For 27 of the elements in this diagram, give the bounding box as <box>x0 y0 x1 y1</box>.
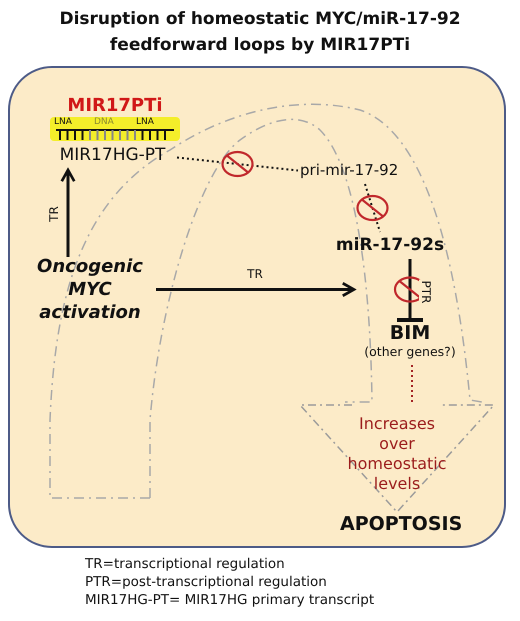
dotted-line <box>411 365 413 402</box>
microrna-label: miR-17-92s <box>330 234 450 257</box>
strand-segment-label: LNA <box>54 117 72 127</box>
diagram-title: Disruption of homeostatic MYC/miR-17-92 feedforward loops by MIR17PTi <box>58 8 462 57</box>
footnote: PTR=post-transcriptional regulation <box>85 573 328 591</box>
edge-label: TR <box>246 266 264 280</box>
dotted-line <box>364 184 381 232</box>
drug-name: MIR17PTi <box>66 96 164 116</box>
gene-note: (other genes?) <box>363 344 457 359</box>
arrow <box>156 282 356 298</box>
gene-name: BIM <box>388 322 432 344</box>
strand-segment-label: DNA <box>94 117 114 127</box>
transcript-label: pri-mir-17-92 <box>300 159 400 182</box>
edge-label: TR <box>47 204 61 222</box>
footnote: TR=transcriptional regulation <box>85 555 286 573</box>
dotted-line <box>176 156 298 172</box>
footnote: MIR17HG-PT= MIR17HG primary transcript <box>85 591 374 609</box>
cell-panel <box>8 66 506 548</box>
outcome-label: APOPTOSIS <box>340 513 462 535</box>
oligonucleotide-drug <box>50 96 180 141</box>
effect-text: Increases over homeostatic levels <box>346 414 448 494</box>
trigger-label: Oncogenic MYC activation <box>30 255 150 324</box>
inhibition-line <box>397 259 423 322</box>
arrow <box>60 168 76 257</box>
transcript-label: MIR17HG-PT <box>50 144 175 167</box>
strand-segment-label: LNA <box>136 117 154 127</box>
edge-label: PTR <box>419 279 433 304</box>
